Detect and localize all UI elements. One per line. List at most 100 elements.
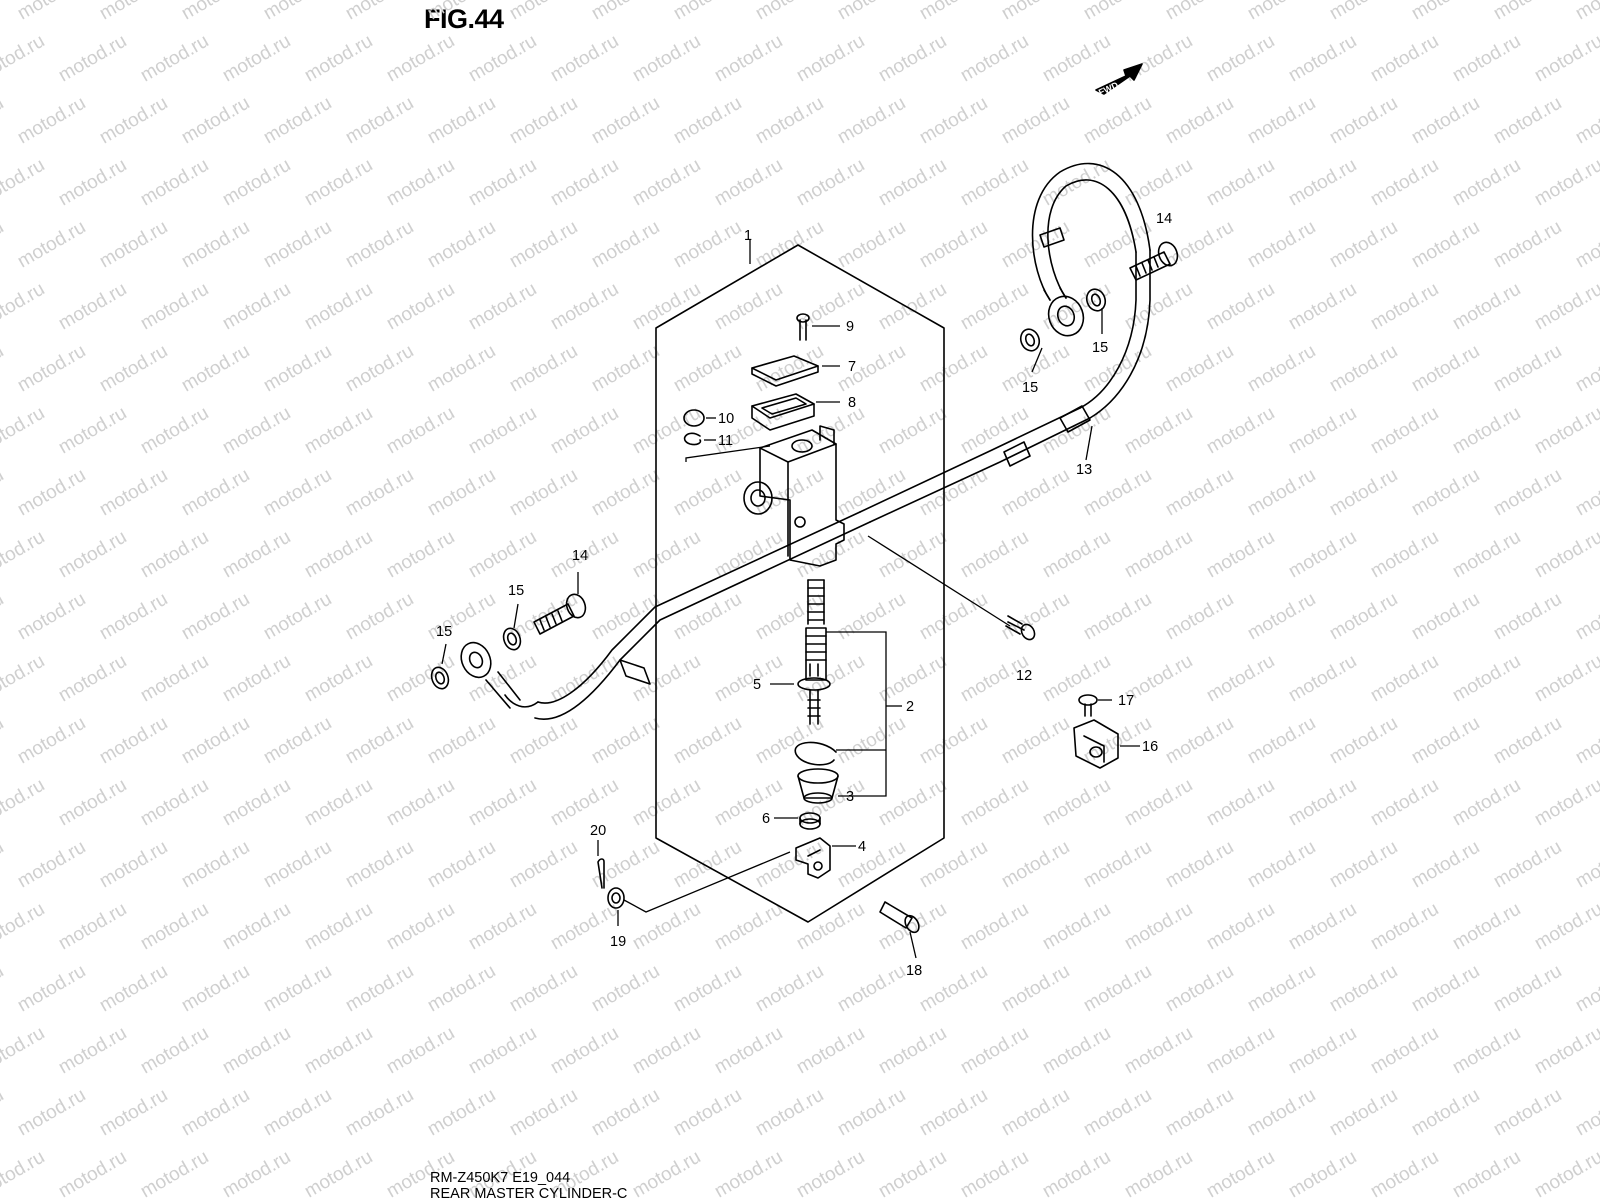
watermark-text: motod.ru [1572, 713, 1600, 769]
watermark-text: motod.ru [506, 0, 581, 24]
watermark-text: motod.ru [875, 527, 950, 583]
watermark-text: motod.ru [383, 403, 458, 459]
watermark-text: motod.ru [465, 155, 540, 211]
watermark-text: motod.ru [875, 1147, 950, 1200]
watermark-text: motod.ru [260, 1085, 335, 1141]
watermark-text: motod.ru [465, 527, 540, 583]
diaphragm [751, 393, 815, 431]
callout-labels: 1 2 3 4 5 6 7 8 9 10 11 12 13 14 14 15 1… [436, 211, 1172, 979]
watermark-text: motod.ru [1449, 1147, 1524, 1200]
watermark-text: motod.ru [0, 775, 48, 831]
watermark-text: motod.ru [14, 465, 89, 521]
watermark-text: motod.ru [383, 1023, 458, 1079]
watermark-text: motod.ru [1531, 403, 1600, 459]
watermark-text: motod.ru [547, 403, 622, 459]
watermark-text: motod.ru [916, 837, 991, 893]
watermark-text: motod.ru [1367, 899, 1442, 955]
watermark-text: motod.ru [55, 279, 130, 335]
assembly-outline [655, 244, 945, 923]
watermark-text: motod.ru [998, 713, 1073, 769]
watermark-text: motod.ru [465, 899, 540, 955]
watermark-text: motod.ru [1490, 341, 1565, 397]
watermark-text: motod.ru [1121, 527, 1196, 583]
watermark-text: motod.ru [629, 403, 704, 459]
watermark-text: motod.ru [1531, 31, 1600, 87]
watermark-text: motod.ru [96, 465, 171, 521]
watermark-text: motod.ru [219, 775, 294, 831]
callout-1: 1 [744, 228, 752, 244]
watermark-text: motod.ru [1162, 837, 1237, 893]
watermark-text: motod.ru [1408, 1085, 1483, 1141]
watermark-text: motod.ru [260, 217, 335, 273]
watermark-text: motod.ru [875, 403, 950, 459]
watermark-text: motod.ru [793, 403, 868, 459]
callout-10: 10 [718, 411, 734, 427]
watermark-text: motod.ru [219, 279, 294, 335]
washer-19 [607, 887, 625, 909]
watermark-text: motod.ru [1367, 651, 1442, 707]
watermark-text: motod.ru [260, 961, 335, 1017]
watermark-text: motod.ru [957, 775, 1032, 831]
watermark-text: motod.ru [137, 899, 212, 955]
watermark-text: motod.ru [1531, 155, 1600, 211]
watermark-text: motod.ru [916, 341, 991, 397]
watermark-text: motod.ru [260, 837, 335, 893]
watermark-text: motod.ru [1285, 527, 1360, 583]
watermark-text: motod.ru [424, 93, 499, 149]
watermark-text: motod.ru [0, 403, 48, 459]
watermark-text: motod.ru [342, 465, 417, 521]
watermark-text: motod.ru [0, 961, 7, 1017]
watermark-text: motod.ru [1203, 899, 1278, 955]
watermark-text: motod.ru [1285, 1023, 1360, 1079]
watermark-text: motod.ru [383, 527, 458, 583]
watermark-text: motod.ru [1080, 93, 1155, 149]
watermark-text: motod.ru [1449, 279, 1524, 335]
watermark-text: motod.ru [1572, 1085, 1600, 1141]
watermark-text: motod.ru [875, 31, 950, 87]
callout-12: 12 [1016, 668, 1032, 684]
watermark-text: motod.ru [1203, 1147, 1278, 1200]
watermark-text: motod.ru [1121, 403, 1196, 459]
watermark-text: motod.ru [1039, 651, 1114, 707]
callout-7: 7 [848, 359, 856, 375]
watermark-text: motod.ru [1572, 837, 1600, 893]
watermark-text: motod.ru [342, 217, 417, 273]
watermark-text: motod.ru [301, 527, 376, 583]
watermark-text: motod.ru [670, 0, 745, 24]
watermark-text: motod.ru [834, 837, 909, 893]
watermark-text: motod.ru [1244, 0, 1319, 24]
watermark-text: motod.ru [1367, 775, 1442, 831]
watermark-text: motod.ru [1490, 961, 1565, 1017]
watermark-text: motod.ru [383, 899, 458, 955]
watermark-text: motod.ru [342, 713, 417, 769]
watermark-text: motod.ru [137, 403, 212, 459]
watermark-text: motod.ru [178, 961, 253, 1017]
watermark-text: motod.ru [588, 93, 663, 149]
watermark-text: motod.ru [1285, 1147, 1360, 1200]
watermark-text: motod.ru [1285, 899, 1360, 955]
watermark-text: motod.ru [752, 93, 827, 149]
watermark-text: motod.ru [629, 1023, 704, 1079]
watermark-text: motod.ru [1039, 403, 1114, 459]
watermark-text: motod.ru [1039, 1023, 1114, 1079]
watermark-text: motod.ru [588, 713, 663, 769]
watermark-text: motod.ru [957, 527, 1032, 583]
watermark-text: motod.ru [1162, 961, 1237, 1017]
watermark-text: motod.ru [1080, 1085, 1155, 1141]
watermark-text: motod.ru [0, 465, 7, 521]
watermark-text: motod.ru [711, 1147, 786, 1200]
watermark-text: motod.ru [506, 465, 581, 521]
watermark-text: motod.ru [1408, 961, 1483, 1017]
brake-hose-lower-run [534, 511, 871, 720]
watermark-text: motod.ru [1203, 1023, 1278, 1079]
watermark-text: motod.ru [1326, 961, 1401, 1017]
watermark-text: motod.ru [260, 93, 335, 149]
watermark-text: motod.ru [506, 713, 581, 769]
watermark-text: motod.ru [629, 775, 704, 831]
watermark-text: motod.ru [752, 837, 827, 893]
cap-screw [796, 313, 810, 341]
watermark-text: motod.ru [506, 1085, 581, 1141]
watermark-text: motod.ru [834, 713, 909, 769]
watermark-text: motod.ru [834, 217, 909, 273]
watermark-text: motod.ru [219, 651, 294, 707]
